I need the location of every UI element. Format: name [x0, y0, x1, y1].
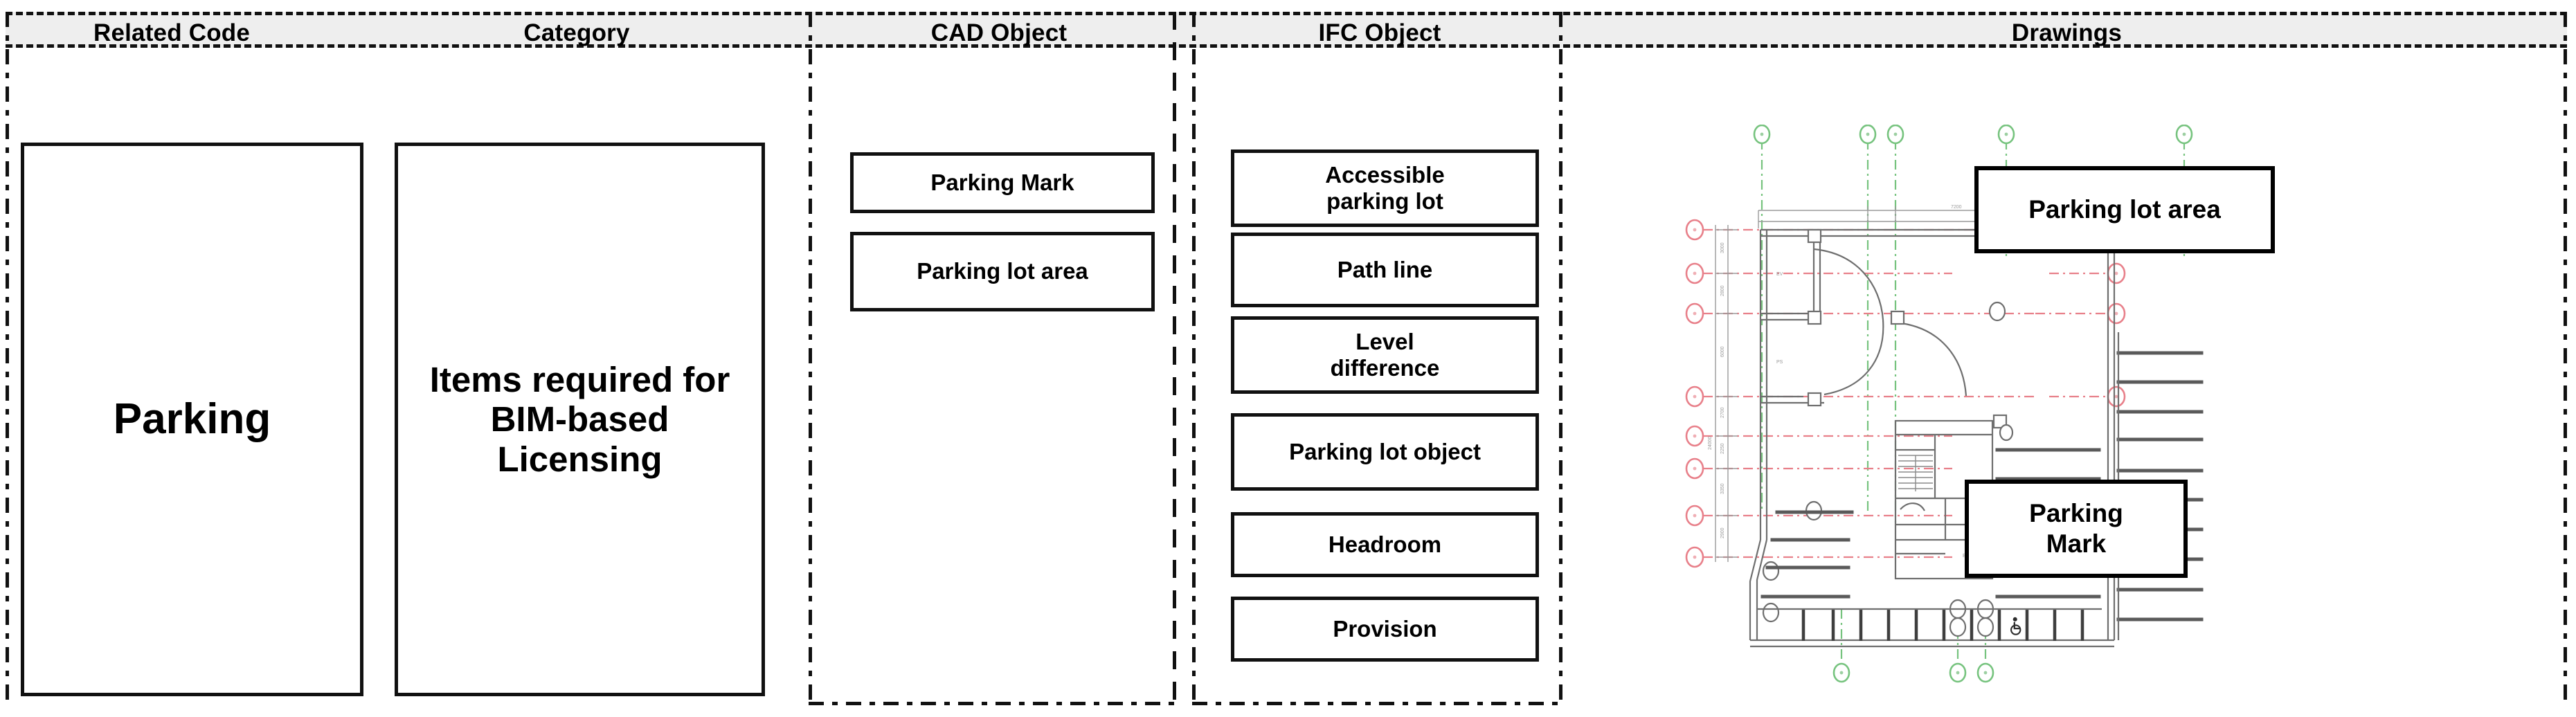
column-header-cad-object: CAD Object: [816, 15, 1182, 51]
cad-object-label: Parking lot area: [917, 258, 1088, 284]
column-header-label: Category: [523, 19, 630, 46]
column-separator-cad-right: [1173, 12, 1176, 705]
cad-object-box[interactable]: Parking lot area: [850, 232, 1155, 311]
table-header-band: Related Code Category CAD Object IFC Obj…: [6, 12, 2567, 48]
column-header-ifc-object: IFC Object: [1193, 15, 1567, 51]
svg-text:2250: 2250: [1720, 443, 1725, 454]
column-header-label: Related Code: [93, 19, 251, 46]
column-separator-left-edge: [6, 12, 9, 705]
svg-text:6000: 6000: [1720, 346, 1725, 357]
cad-column-bottom-border: [809, 702, 1177, 705]
category-cell: Items required for BIM-based Licensing: [395, 143, 765, 696]
svg-text:PS: PS: [1776, 360, 1783, 365]
vertical-gridlines: [1753, 125, 2193, 683]
cad-object-box[interactable]: Parking Mark: [850, 152, 1155, 213]
ifc-object-label: Headroom: [1328, 531, 1442, 557]
ifc-object-label: Path line: [1337, 256, 1433, 282]
ifc-object-label: Parking lot object: [1289, 438, 1481, 464]
category-label: Items required for BIM-based Licensing: [429, 360, 730, 479]
column-separator-category-cad: [809, 12, 812, 705]
column-separator-right-edge: [2564, 12, 2567, 705]
svg-text:2800: 2800: [1720, 285, 1725, 296]
drawing-callout-parking-lot-area[interactable]: Parking lot area: [1974, 166, 2275, 253]
ifc-object-label: Provision: [1333, 615, 1437, 642]
ifc-object-box[interactable]: Provision: [1231, 597, 1539, 662]
column-header-related-code: Related Code: [6, 15, 338, 51]
ifc-object-box[interactable]: Level difference: [1231, 316, 1539, 394]
ifc-object-label: Level difference: [1330, 328, 1440, 381]
column-separator-ifc-left: [1192, 12, 1196, 705]
parking-stalls-bottom: [1757, 608, 2102, 641]
svg-text:EV: EV: [1776, 272, 1783, 277]
svg-text:2700: 2700: [1720, 407, 1725, 418]
cad-object-label: Parking Mark: [930, 169, 1074, 195]
column-header-label: CAD Object: [930, 19, 1068, 46]
dimension-string-left: 3000 2800 6000 2700 2250 3350 2900 24000: [1708, 225, 1738, 562]
structural-columns: [1762, 228, 2116, 637]
svg-text:2900: 2900: [1720, 527, 1725, 538]
ifc-object-box[interactable]: Headroom: [1231, 512, 1539, 577]
callout-label: Parking lot area: [2028, 194, 2221, 224]
building-walls: [1749, 228, 2116, 648]
ifc-object-box[interactable]: Path line: [1231, 233, 1539, 307]
ifc-object-box[interactable]: Parking lot object: [1231, 413, 1539, 491]
wheelchair-symbol: [2010, 617, 2021, 635]
ifc-object-box[interactable]: Accessible parking lot: [1231, 149, 1539, 227]
svg-text:3350: 3350: [1720, 483, 1725, 494]
stair-treads: [1898, 455, 1933, 491]
svg-text:3000: 3000: [1720, 242, 1725, 253]
horizontal-gridlines: [1685, 219, 2126, 568]
related-code-cell: Parking: [21, 143, 363, 696]
column-header-label: IFC Object: [1318, 19, 1441, 46]
callout-label: Parking Mark: [2029, 498, 2123, 558]
parking-stalls-left: [1760, 510, 1854, 599]
ifc-column-bottom-border: [1192, 702, 1562, 705]
column-header-drawings: Drawings: [1567, 15, 2567, 51]
related-code-label: Parking: [113, 395, 271, 444]
column-separator-ifc-drawings: [1559, 12, 1562, 705]
column-header-label: Drawings: [2011, 19, 2123, 46]
ifc-object-label: Accessible parking lot: [1325, 161, 1445, 214]
svg-text:24000: 24000: [1708, 436, 1713, 450]
column-header-category: Category: [338, 15, 816, 51]
svg-text:7200: 7200: [1951, 205, 1962, 210]
drawing-callout-parking-mark[interactable]: Parking Mark: [1965, 480, 2188, 578]
